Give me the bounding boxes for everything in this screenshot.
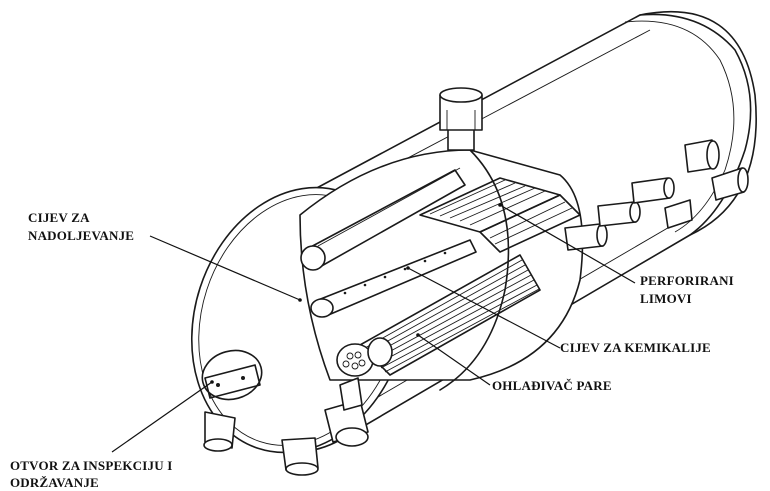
label-inspection-line1: OTVOR ZA INSPEKCIJU I	[10, 458, 173, 473]
label-perforated-line1: PERFORIRANI	[640, 273, 734, 288]
leader-fill-pipe	[149, 235, 301, 301]
bottom-nozzles	[203, 377, 369, 476]
label-steam-cooler-text: OHLAĐIVAČ PARE	[492, 378, 612, 393]
label-fill-pipe: CIJEV ZA NADOLJEVANJE	[28, 210, 302, 302]
top-nozzle	[439, 87, 483, 151]
label-steam-cooler: OHLAĐIVAČ PARE	[416, 333, 612, 393]
leader-inspection-opening	[111, 381, 213, 453]
chemicals-pipe	[310, 239, 477, 318]
inspection-manway	[201, 349, 263, 401]
perforated-sheets	[419, 177, 581, 253]
label-perforated-line2: LIMOVI	[640, 291, 692, 306]
leader-chemicals-pipe	[407, 267, 561, 349]
label-perforated-sheets: PERFORIRANI LIMOVI	[498, 203, 734, 306]
label-fill-pipe-line1: CIJEV ZA	[28, 210, 90, 225]
label-fill-pipe-line2: NADOLJEVANJE	[28, 228, 134, 243]
top-trough	[300, 167, 466, 271]
leader-steam-cooler	[417, 334, 491, 386]
label-chemicals-text: CIJEV ZA KEMIKALIJE	[560, 340, 711, 355]
side-nozzles	[564, 139, 749, 251]
tube-bundle	[336, 254, 541, 377]
label-chemicals-pipe: CIJEV ZA KEMIKALIJE	[406, 266, 711, 355]
label-inspection-opening: OTVOR ZA INSPEKCIJU I ODRŽAVANJE	[10, 380, 214, 490]
label-inspection-line2: ODRŽAVANJE	[10, 475, 99, 490]
leader-perforated-sheets	[499, 204, 636, 284]
